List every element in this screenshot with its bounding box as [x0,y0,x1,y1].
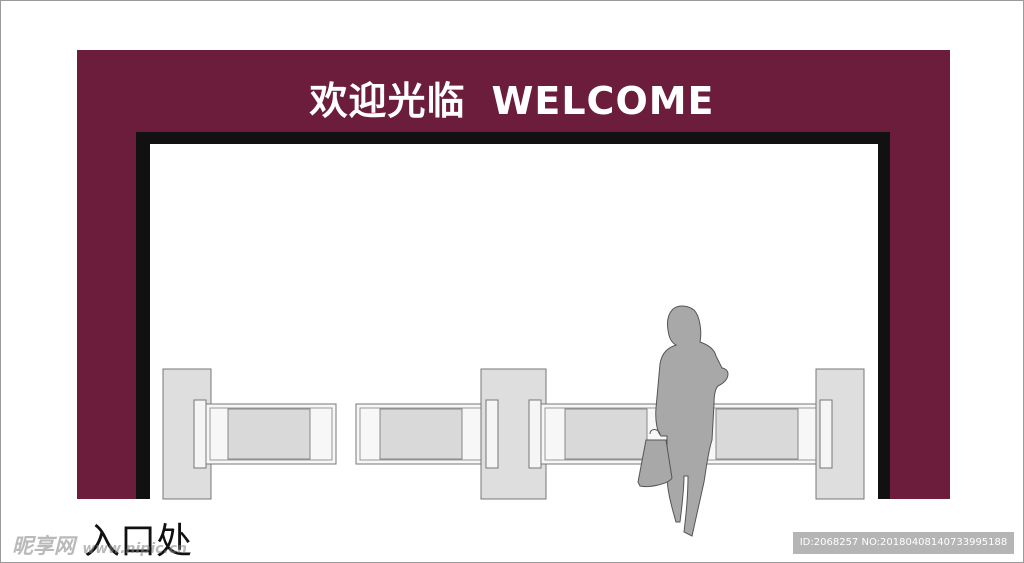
handbag-icon [637,429,673,487]
watermark-logo: 昵享网 www.nipic.cn [12,530,187,560]
entrance-label: 入口处 [84,521,193,562]
turnstile-pedestal-right [815,368,865,500]
turnstile-pedestal-center [480,368,547,500]
turnstile-panel-2 [355,403,487,465]
turnstile-pedestal-left [162,368,212,500]
welcome-sign-en: WELCOME [491,79,715,123]
watermark-url: www.nipic.cn [82,541,188,557]
turnstile-panel-1 [205,403,337,465]
welcome-sign: 欢迎光临 WELCOME [0,70,1024,125]
image-id-bar: ID:2068257 NO:20180408140733995188 [793,532,1014,554]
welcome-sign-cn: 欢迎光临 [309,79,466,123]
person-silhouette-icon [655,305,729,537]
watermark-logo-text: 昵享网 [12,534,75,558]
